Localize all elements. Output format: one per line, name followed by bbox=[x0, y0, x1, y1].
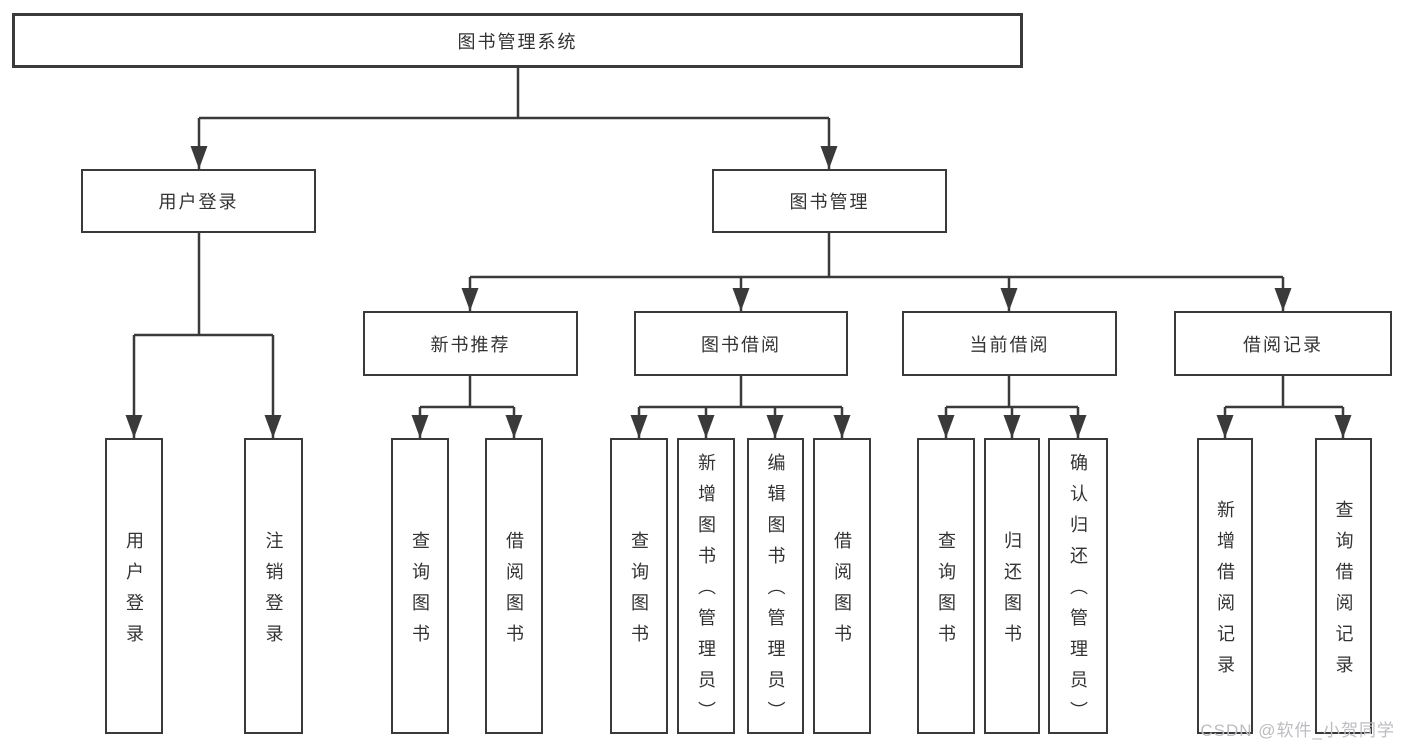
borrowing-connector bbox=[630, 376, 851, 438]
node-new-book-recommend: 新书推荐 bbox=[363, 311, 578, 376]
node-label: 查询借阅记录 bbox=[1333, 499, 1354, 686]
node-book-management: 图书管理 bbox=[712, 169, 947, 233]
node-label: 用户登录 bbox=[124, 530, 144, 655]
node-label: 编辑图书（管理员） bbox=[765, 453, 786, 732]
node-current-borrowing: 当前借阅 bbox=[902, 311, 1117, 376]
leaf-return-books: 归还图书 bbox=[984, 438, 1040, 734]
node-label: 借阅图书 bbox=[504, 530, 524, 655]
node-label: 查询图书 bbox=[936, 530, 956, 655]
node-user-login: 用户登录 bbox=[81, 169, 316, 233]
node-label: 借阅图书 bbox=[832, 530, 852, 655]
node-book-borrowing: 图书借阅 bbox=[634, 311, 848, 376]
leaf-borrow-books-recommend: 借阅图书 bbox=[485, 438, 543, 734]
leaf-add-books-admin: 新增图书（管理员） bbox=[677, 438, 735, 734]
node-label: 借阅记录 bbox=[1243, 334, 1323, 355]
node-label: 归还图书 bbox=[1002, 530, 1022, 655]
leaf-add-borrow-record: 新增借阅记录 bbox=[1197, 438, 1253, 734]
node-label: 图书管理系统 bbox=[457, 31, 578, 52]
node-label: 新增借阅记录 bbox=[1215, 499, 1235, 686]
node-borrow-records: 借阅记录 bbox=[1174, 311, 1392, 376]
node-label: 确认归还（管理员） bbox=[1068, 453, 1088, 732]
leaf-query-books-recommend: 查询图书 bbox=[391, 438, 449, 734]
node-label: 查询图书 bbox=[629, 530, 649, 655]
node-label: 新增图书（管理员） bbox=[696, 453, 716, 732]
leaf-borrow-books-borrowing: 借阅图书 bbox=[813, 438, 871, 734]
book-management-connector bbox=[461, 233, 1292, 311]
borrow-records-connector bbox=[1216, 376, 1352, 438]
leaf-logout-login: 注销登录 bbox=[244, 438, 303, 734]
node-label: 用户登录 bbox=[158, 192, 239, 212]
node-label: 查询图书 bbox=[410, 530, 430, 655]
leaf-query-books-borrowing: 查询图书 bbox=[610, 438, 668, 734]
node-label: 图书借阅 bbox=[701, 334, 781, 355]
new-books-connector bbox=[411, 376, 523, 438]
current-borrow-connector bbox=[937, 376, 1087, 438]
leaf-edit-books-admin: 编辑图书（管理员） bbox=[747, 438, 804, 734]
node-library-management-system: 图书管理系统 bbox=[12, 13, 1023, 68]
node-label: 当前借阅 bbox=[969, 334, 1050, 355]
leaf-confirm-return-admin: 确认归还（管理员） bbox=[1048, 438, 1108, 734]
user-login-connector bbox=[125, 233, 282, 438]
node-label: 图书管理 bbox=[789, 192, 870, 212]
leaf-query-borrow-record: 查询借阅记录 bbox=[1315, 438, 1372, 734]
leaf-query-books-current: 查询图书 bbox=[917, 438, 975, 734]
root-connector bbox=[190, 68, 838, 169]
node-label: 注销登录 bbox=[263, 530, 284, 655]
leaf-user-login: 用户登录 bbox=[105, 438, 163, 734]
csdn-watermark: CSDN @软件_小贺同学 bbox=[1200, 721, 1395, 740]
node-label: 新书推荐 bbox=[430, 334, 511, 355]
